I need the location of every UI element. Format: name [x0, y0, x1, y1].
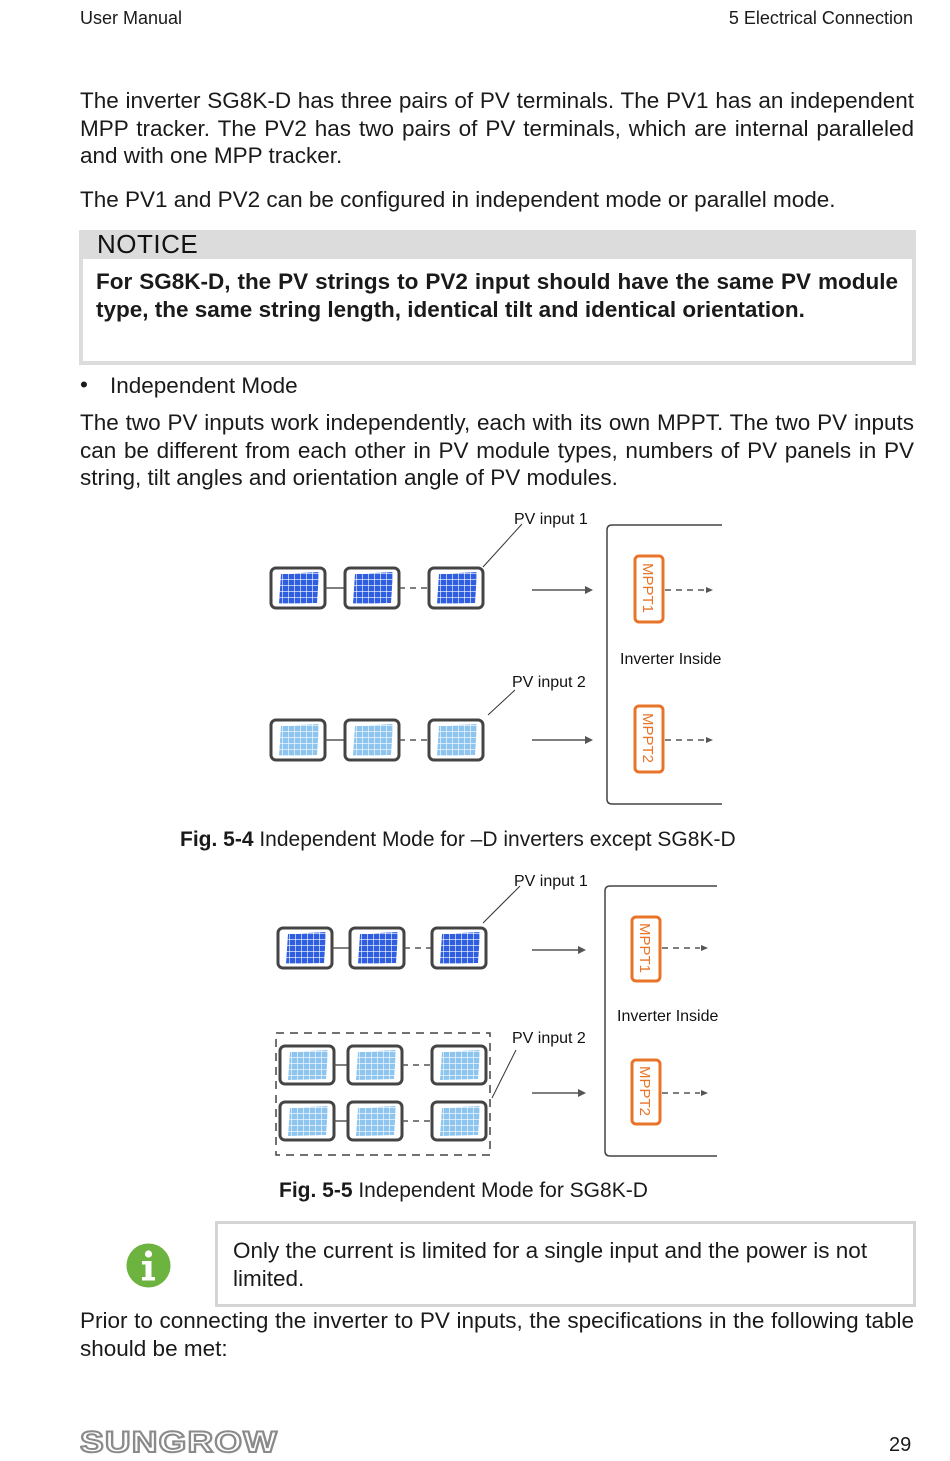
- mppt2-box: MPPT2: [633, 704, 665, 774]
- pv-panel-icon: [278, 1044, 336, 1086]
- figure-5-4-caption-text: Independent Mode for –D inverters except…: [253, 828, 736, 851]
- pv-panel-icon: [427, 566, 485, 610]
- sungrow-logo-text: SUNGROW: [80, 1427, 278, 1455]
- mode-paragraph: The PV1 and PV2 can be configured in ind…: [80, 187, 836, 212]
- header-right: 5 Electrical Connection: [728, 8, 913, 28]
- pv-input-2-label: PV input 2: [512, 674, 586, 691]
- mppt1-label: MPPT1: [636, 923, 653, 973]
- figure-5-4-caption: Fig. 5-4 Independent Mode for –D inverte…: [180, 827, 736, 853]
- info-note: Only the current is limited for a single…: [215, 1221, 916, 1307]
- pv-panel-icon: [343, 566, 401, 610]
- bullet-independent-mode: Independent Mode: [110, 373, 298, 398]
- notice-title: NOTICE: [97, 229, 199, 259]
- mppt2-label: MPPT2: [639, 713, 656, 763]
- pv-panel-icon: [346, 1100, 404, 1142]
- prior-connecting-paragraph: Prior to connecting the inverter to PV i…: [80, 1308, 914, 1361]
- info-icon: [126, 1243, 171, 1288]
- pv-panel-icon: [276, 926, 334, 970]
- pv-panel-icon: [269, 718, 327, 762]
- mppt2-box: MPPT2: [630, 1058, 662, 1126]
- notice-box: NOTICE For SG8K-D, the PV strings to PV2…: [79, 230, 916, 365]
- pv-panel-icon: [427, 718, 485, 762]
- inverter-inside-label: Inverter Inside: [620, 651, 721, 668]
- mppt1-label: MPPT1: [639, 563, 656, 613]
- bullet-dot: •: [80, 372, 88, 397]
- page-number: 29: [889, 1434, 912, 1456]
- pv-panel-icon: [430, 1100, 488, 1142]
- pv-panel-icon: [430, 1044, 488, 1086]
- mppt1-box: MPPT1: [630, 915, 662, 983]
- figure-5-5-number: Fig. 5-5: [279, 1179, 353, 1202]
- figure-5-5-diagram: PV input 1 PV input 2 Inverter Inside MP…: [275, 873, 718, 1157]
- figure-5-4-diagram: PV input 1 PV input 2 Inverter Inside MP…: [269, 511, 722, 805]
- pv-input-1-label: PV input 1: [514, 873, 588, 890]
- header-left: User Manual: [80, 8, 183, 28]
- inverter-inside-label: Inverter Inside: [617, 1008, 718, 1025]
- independent-mode-paragraph: The two PV inputs work independently, ea…: [80, 410, 914, 490]
- figure-5-5-caption-text: Independent Mode for SG8K-D: [352, 1179, 648, 1202]
- mppt2-label: MPPT2: [636, 1066, 653, 1116]
- pv-input-2-label: PV input 2: [512, 1030, 586, 1047]
- figure-5-4-number: Fig. 5-4: [180, 828, 254, 851]
- figure-5-5-caption: Fig. 5-5 Independent Mode for SG8K-D: [279, 1178, 648, 1204]
- notice-text: For SG8K-D, the PV strings to PV2 input …: [83, 259, 912, 361]
- pv-panel-icon: [269, 566, 327, 610]
- pv-panel-icon: [278, 1100, 336, 1142]
- intro-paragraph: The inverter SG8K-D has three pairs of P…: [80, 88, 914, 168]
- pv-panel-icon: [348, 926, 406, 970]
- pv-panel-icon: [430, 926, 488, 970]
- mppt1-box: MPPT1: [633, 554, 665, 624]
- pv-input-1-label: PV input 1: [514, 511, 588, 528]
- pv-panel-icon: [346, 1044, 404, 1086]
- pv-panel-icon: [343, 718, 401, 762]
- sungrow-logo: SUNGROW: [80, 1427, 278, 1455]
